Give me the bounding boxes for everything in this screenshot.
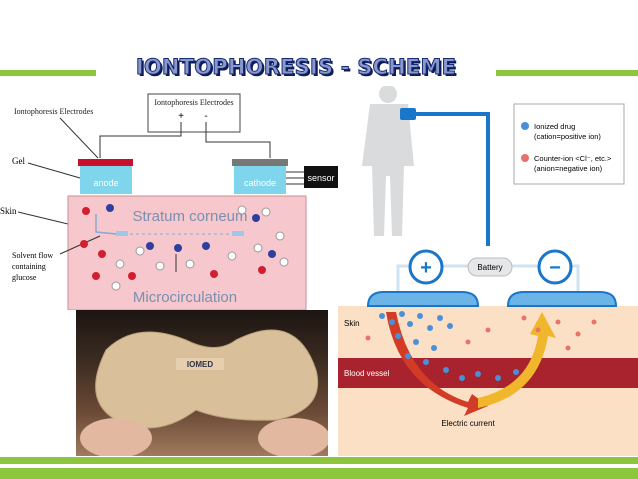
positive-terminal [408, 249, 444, 285]
anode-gel [80, 166, 132, 194]
current-label: Electric current [441, 419, 495, 428]
power-supply-box [147, 93, 241, 133]
counter-ions [365, 315, 597, 351]
legend-counter-2: (anion=negative ion) [534, 164, 603, 173]
solvent-line-3: glucose [12, 273, 37, 282]
legend-ionized-dot [521, 122, 529, 130]
skin-label: Skin [0, 206, 17, 216]
hand-right [258, 418, 328, 456]
wire-cathode [205, 122, 271, 158]
legend-counter-dot [521, 154, 529, 162]
positive-sign: + [420, 257, 432, 279]
solvent-line-1: Solvent flow [12, 251, 53, 260]
electrodes-label-side: Iontophoresis Electrodes [14, 107, 93, 116]
legend-ionized-1: Ionized drug [534, 122, 575, 131]
current-arrow-left [386, 312, 488, 416]
current-arrow-right [478, 312, 556, 408]
footer-stripe-bottom [0, 468, 638, 479]
solvent-flow-start [95, 214, 117, 235]
iontophoresis-cell-diagram: Iontophoresis Electrodes + - Iontophores… [0, 93, 338, 310]
flow-arrow-left [116, 231, 128, 236]
cathode-label: cathode [244, 178, 276, 188]
legend-ionized-2: (cation=positive ion) [534, 132, 601, 141]
skin-label-right: Skin [344, 319, 360, 328]
ion-particles [80, 204, 289, 291]
negative-terminal [537, 249, 573, 285]
slide-title: IONTOPHORESIS - SCHEME [96, 50, 496, 84]
connector-line [408, 112, 490, 246]
cathode-pad [506, 291, 618, 307]
blood-vessel-layer [338, 358, 638, 388]
sensor-box [304, 166, 338, 188]
patch-illustration: IOMED [80, 329, 328, 456]
sensor-label: sensor [307, 173, 334, 183]
negative-sign: − [549, 257, 561, 279]
anode-electrode [78, 159, 133, 166]
electrodes-pointer [59, 117, 99, 159]
micro-label: Microcirculation [133, 289, 237, 306]
iontophoresis-patch-photo: IOMED [76, 310, 328, 456]
wire-anode [99, 122, 182, 158]
stratum-label: Stratum corneum [132, 208, 247, 225]
flow-arrow-right [232, 231, 244, 236]
cathode-gel [234, 166, 286, 194]
solvent-line-2: containing [12, 262, 46, 271]
patch-shape [95, 329, 319, 429]
battery-pill [467, 257, 513, 277]
person-silhouette [362, 104, 414, 236]
legend-box [513, 103, 625, 185]
legend-counter-1: Counter-ion <Cl⁻, etc.> [534, 154, 612, 163]
gel-label: Gel [12, 156, 25, 166]
gel-pointer [27, 162, 81, 179]
drug-delivery-illustration: Ionized drug (cation=positive ion) Count… [338, 86, 638, 456]
person-head [379, 86, 397, 103]
anode-label: anode [93, 178, 118, 188]
hand-left [80, 418, 152, 456]
battery-label: Battery [477, 263, 502, 272]
anode-pad [366, 291, 480, 307]
patch-brand: IOMED [187, 360, 213, 369]
footer-stripe-top [0, 457, 638, 464]
plus-terminal: + [178, 111, 184, 122]
minus-terminal: - [204, 111, 207, 122]
electrodes-label-top: Iontophoresis Electrodes [154, 98, 233, 107]
drug-ions [379, 311, 519, 381]
vessel-label: Blood vessel [344, 369, 390, 378]
cathode-electrode [232, 159, 288, 166]
